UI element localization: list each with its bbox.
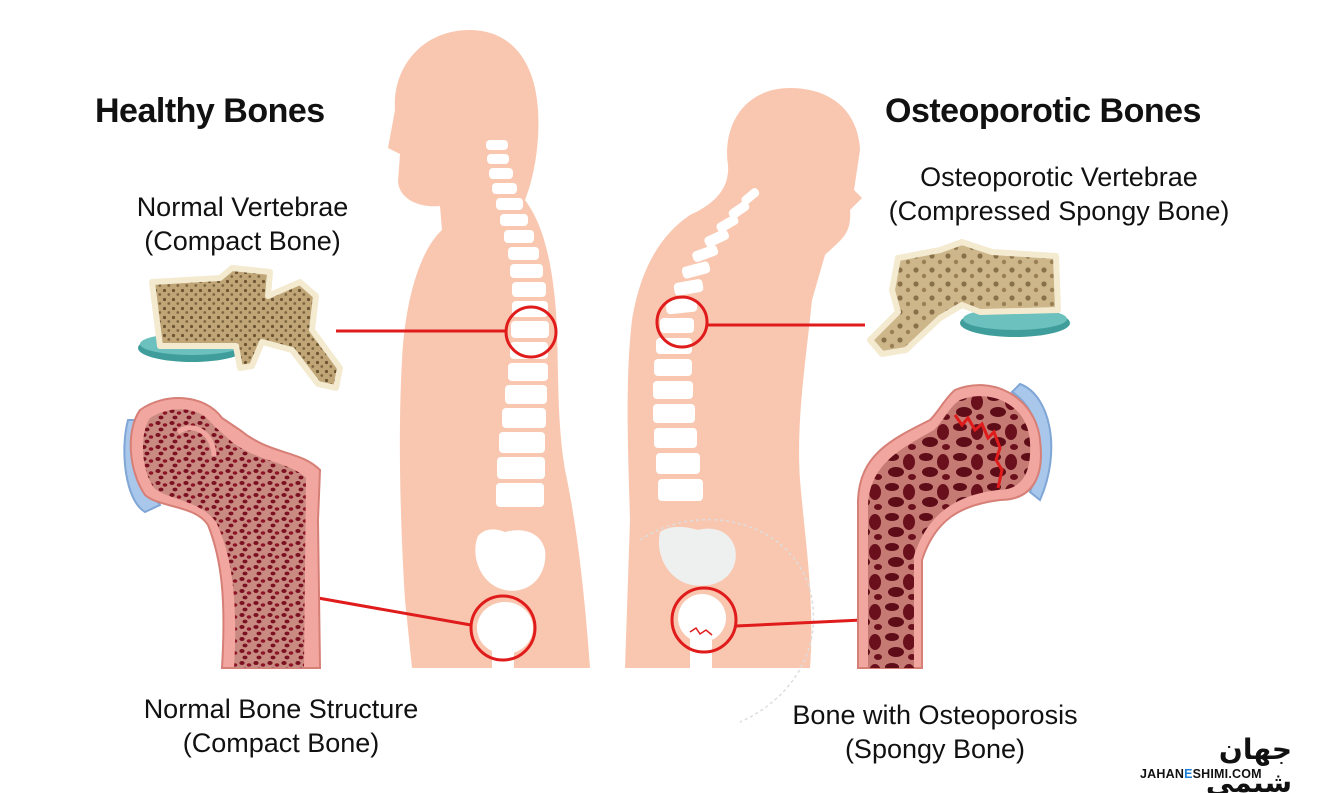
healthy-body-silhouette <box>388 30 590 668</box>
normal-vertebrae-label-line1: Normal Vertebrae <box>136 192 349 222</box>
osteoporotic-spine <box>653 188 760 668</box>
healthy-bones-heading: Healthy Bones <box>95 92 325 130</box>
normal-vertebrae-label-line2: (Compact Bone) <box>144 226 341 256</box>
osteoporotic-vertebra-cross-section <box>867 239 1070 357</box>
logo-latin-left: JAHAN <box>1140 767 1185 781</box>
normal-vertebra-cross-section <box>138 265 343 391</box>
osteoporotic-femur-illustration <box>857 382 1053 669</box>
normal-vertebrae-label: Normal Vertebrae (Compact Bone) <box>100 190 385 258</box>
bone-with-osteoporosis-label-line2: (Spongy Bone) <box>844 734 1026 764</box>
osteoporotic-vertebrae-label-line1: Osteoporotic Vertebrae <box>920 162 1198 192</box>
femur-fracture-line <box>953 414 1004 489</box>
osteoporotic-callouts <box>655 295 865 654</box>
healthy-callouts <box>317 305 558 662</box>
logo-latin-text: JAHANESHIMI.COM <box>1140 767 1262 781</box>
osteoporotic-vertebrae-label: Osteoporotic Vertebrae (Compressed Spong… <box>868 160 1250 228</box>
normal-bone-structure-label: Normal Bone Structure (Compact Bone) <box>115 692 447 760</box>
bone-with-osteoporosis-label-line1: Bone with Osteoporosis <box>792 700 1078 730</box>
magnifier-arc <box>639 519 815 723</box>
osteoporotic-bones-heading: Osteoporotic Bones <box>885 92 1201 130</box>
normal-bone-structure-label-line1: Normal Bone Structure <box>143 694 419 724</box>
osteoporotic-vertebrae-label-line2: (Compressed Spongy Bone) <box>888 196 1230 226</box>
hip-fracture-mark <box>689 626 713 636</box>
osteoporotic-body-silhouette <box>625 88 862 668</box>
logo-latin-right: SHIMI.COM <box>1192 767 1262 781</box>
bone-with-osteoporosis-label: Bone with Osteoporosis (Spongy Bone) <box>770 698 1100 766</box>
healthy-femur-illustration <box>123 397 322 669</box>
normal-bone-structure-label-line2: (Compact Bone) <box>182 728 380 758</box>
jahaneshimi-logo: جهان شیمی JAHANESHIMI.COM <box>1140 733 1298 793</box>
logo-latin-e: E <box>1184 767 1193 781</box>
logo-persian-text: جهان شیمی <box>1205 733 1292 793</box>
